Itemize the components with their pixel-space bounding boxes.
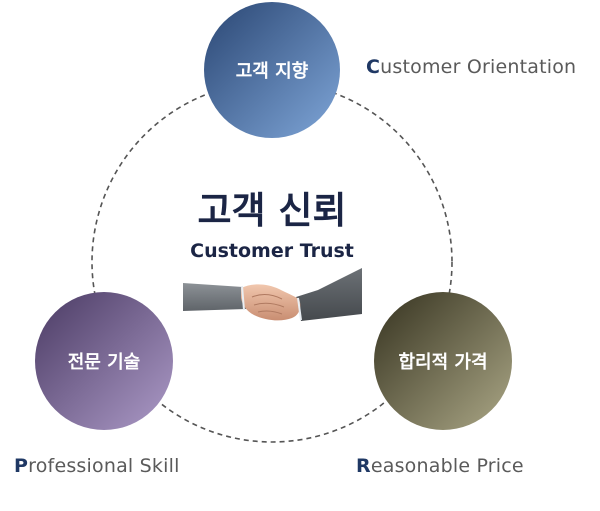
node-reasonable-price: 합리적 가격	[374, 292, 512, 430]
center-subtitle: Customer Trust	[190, 240, 354, 262]
caption-text: rofessional Skill	[28, 455, 180, 477]
node-label-customer: 고객 지향	[236, 61, 309, 82]
caption-professional-skill: Professional Skill	[14, 455, 180, 477]
caption-text: ustomer Orientation	[380, 56, 577, 78]
node-professional-skill: 전문 기술	[35, 292, 173, 430]
handshake-icon	[183, 268, 362, 321]
node-label-skill: 전문 기술	[68, 352, 141, 373]
center-title: 고객 신뢰	[197, 189, 346, 232]
caption-reasonable-price: Reasonable Price	[356, 455, 524, 477]
node-customer-orientation: 고객 지향	[204, 2, 340, 138]
caption-initial: C	[366, 56, 381, 78]
caption-initial: R	[356, 455, 371, 477]
caption-initial: P	[14, 455, 29, 477]
node-label-price: 합리적 가격	[398, 351, 487, 373]
caption-text: easonable Price	[370, 455, 524, 477]
caption-customer-orientation: Customer Orientation	[366, 56, 576, 78]
